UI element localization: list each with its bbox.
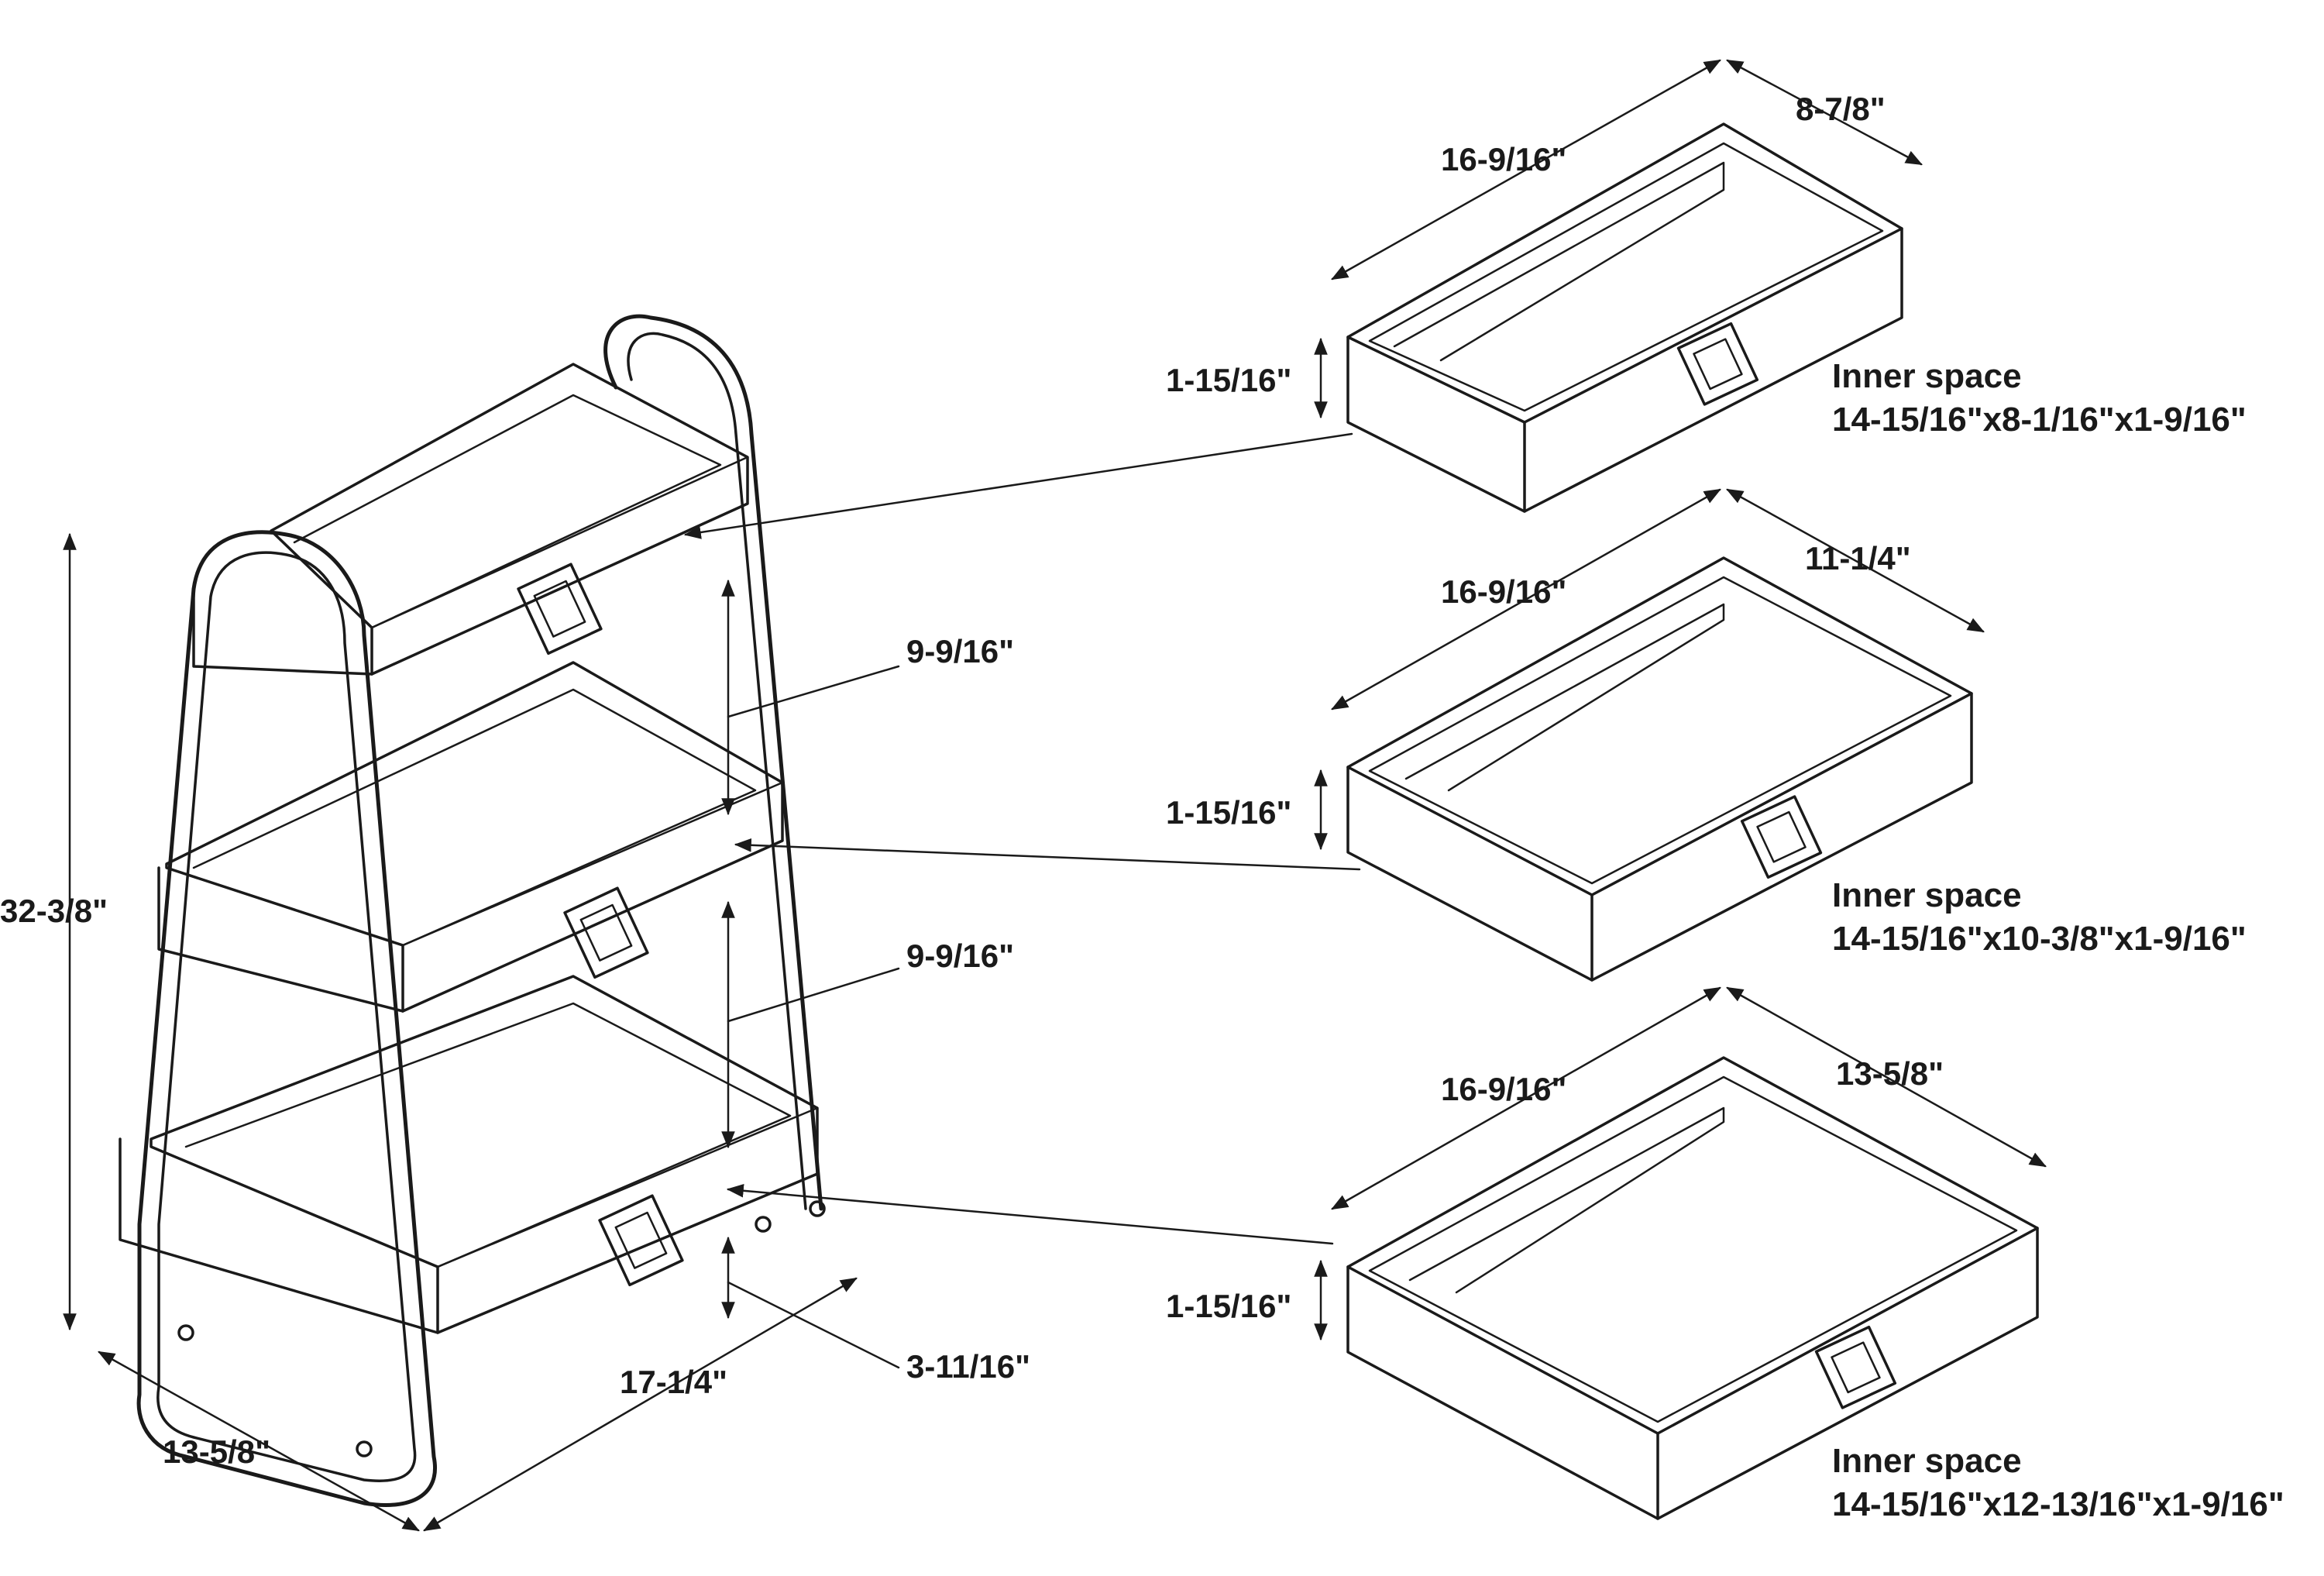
tray-1-width-label: 8-7/8" <box>1796 91 1886 127</box>
handle-middle <box>563 886 649 979</box>
clearance-lower-label: 9-9/16" <box>906 938 1014 974</box>
shelf-unit <box>119 314 826 1507</box>
tray-3: 16-9/16" 13-5/8" 1-15/16" Inner space 14… <box>1166 986 2284 1523</box>
shelf-top <box>270 363 749 676</box>
tray-3-inner-label: Inner space <box>1832 1442 2022 1480</box>
tray-2: 16-9/16" 11-1/4" 1-15/16" Inner space 14… <box>1166 488 2247 982</box>
tray-1-handle <box>1676 322 1759 406</box>
front-frame <box>136 530 437 1507</box>
tray-2-length-label: 16-9/16" <box>1441 573 1566 610</box>
tray-2-width-label: 11-1/4" <box>1805 540 1911 576</box>
tray-3-height-label: 1-15/16" <box>1166 1288 1291 1324</box>
tray-1-length-label: 16-9/16" <box>1441 141 1566 177</box>
shelf-dimensions: 32-3/8" 13-5/8" 17-1/4" 9-9/16" 9-9/16" … <box>0 532 1030 1532</box>
tray-2-height-label: 1-15/16" <box>1166 794 1291 831</box>
handle-top <box>517 563 603 656</box>
back-frame <box>603 314 823 1211</box>
handle-bottom <box>598 1194 684 1287</box>
tray-1-inner-dims: 14-15/16"x8-1/16"x1-9/16" <box>1832 401 2247 439</box>
tray-2-inner-dims: 14-15/16"x10-3/8"x1-9/16" <box>1832 920 2247 958</box>
shelf-middle <box>165 661 784 1013</box>
tray-3-handle <box>1814 1325 1897 1409</box>
callout-arrows <box>683 432 1361 1245</box>
tray-1: 16-9/16" 8-7/8" 1-15/16" Inner space 14-… <box>1166 59 2247 513</box>
tray-1-inner-label: Inner space <box>1832 357 2022 395</box>
tray-1-height-label: 1-15/16" <box>1166 362 1291 398</box>
tray-3-length-label: 16-9/16" <box>1441 1071 1566 1107</box>
tray-3-inner-dims: 14-15/16"x12-13/16"x1-9/16" <box>1832 1485 2284 1523</box>
tray-3-width-label: 13-5/8" <box>1836 1055 1944 1092</box>
height-label: 32-3/8" <box>0 893 108 929</box>
width-label: 17-1/4" <box>620 1364 727 1400</box>
leg-height-label: 3-11/16" <box>906 1348 1030 1385</box>
tray-2-inner-label: Inner space <box>1832 876 2022 914</box>
wheel <box>177 1324 194 1341</box>
depth-label: 13-5/8" <box>163 1433 270 1470</box>
clearance-upper-label: 9-9/16" <box>906 633 1014 669</box>
tray-2-handle <box>1740 795 1823 879</box>
